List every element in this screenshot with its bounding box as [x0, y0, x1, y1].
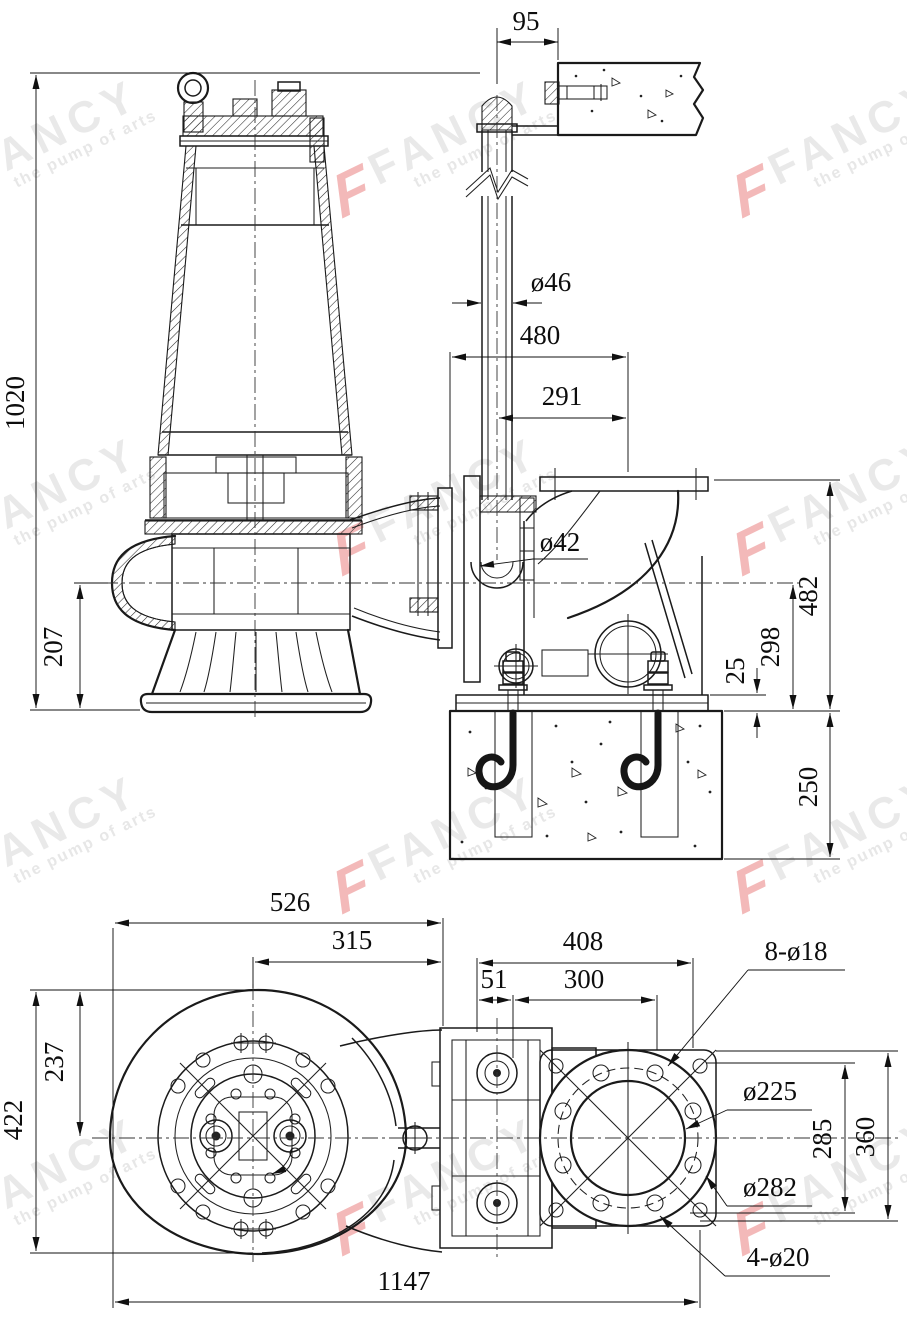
- dim-foundation-depth: 250: [793, 767, 823, 808]
- anchor-bolt-left: [475, 651, 528, 791]
- rotation-arrow: [271, 1146, 293, 1175]
- flange-bolt-holes: [554, 1064, 702, 1212]
- dim-guide-claw-hook-diameter: ø42: [540, 527, 581, 557]
- dim-discharge-flange-height: 482: [793, 576, 823, 617]
- dim-guide-pipe-diameter: ø46: [531, 267, 572, 297]
- dim-discharge-center-height: 298: [755, 627, 785, 668]
- elevation-dimensions: 95 1020 207 ø46 480: [0, 6, 840, 860]
- support-brace: [644, 542, 686, 679]
- submersible-pump: [110, 71, 441, 714]
- dim-coupling-overall-width: 480: [520, 320, 561, 350]
- discharge-elbow: [494, 468, 709, 695]
- dim-base-plate-thickness: 25: [720, 658, 750, 685]
- guide-rail-pipe: [465, 96, 558, 500]
- dim-discharge-center-offset: 291: [542, 381, 583, 411]
- discharge-flange: [539, 476, 709, 492]
- dim-bolt-circle-diameter: ø225: [743, 1076, 797, 1106]
- dim-base-anchor-holes: 4-ø20: [747, 1242, 810, 1272]
- elevation-view: 95 1020 207 ø46 480: [0, 6, 840, 861]
- lifting-eye: [176, 71, 210, 105]
- dim-claw-pin-offset: 51: [481, 964, 508, 994]
- wall-anchor-bolt: [544, 81, 560, 105]
- plan-dimensions: 526 315 408 51 300 8-ø18: [0, 887, 898, 1308]
- dim-flange-bolt-holes: 8-ø18: [765, 936, 828, 966]
- dim-volute-center-to-claw: 315: [332, 925, 373, 955]
- plan-view: 526 315 408 51 300 8-ø18: [0, 887, 898, 1308]
- anchor-bolt-right: [620, 651, 673, 791]
- dim-base-plate-width: 360: [850, 1117, 880, 1158]
- pump-top-cover: [182, 115, 324, 137]
- dim-volute-center-to-top: 237: [39, 1042, 69, 1083]
- base-plate: [455, 694, 709, 712]
- cable-gland: [271, 89, 307, 117]
- coupling-claw: [409, 475, 537, 683]
- dim-suction-center-height: 207: [38, 627, 68, 668]
- dim-pin-to-flange: 300: [564, 964, 605, 994]
- dim-overall-length: 1147: [378, 1266, 431, 1296]
- volute-casing: [171, 533, 351, 631]
- guide-hook: [470, 561, 524, 589]
- plan-volute: [108, 988, 443, 1256]
- dim-pump-overall-height: 1020: [0, 376, 30, 430]
- suction-strainer: [139, 628, 373, 714]
- dim-flange-raised-face-diameter: ø282: [743, 1172, 797, 1202]
- dim-volute-overall-width: 526: [270, 887, 311, 917]
- dim-volute-overall-height: 422: [0, 1100, 28, 1141]
- dim-coupling-length: 408: [563, 926, 604, 956]
- pipe-break-symbol: [465, 167, 529, 194]
- dim-guide-bracket-offset: 95: [513, 6, 540, 36]
- guide-bracket-wall: [544, 61, 705, 137]
- dim-base-hole-spacing: 285: [807, 1119, 837, 1160]
